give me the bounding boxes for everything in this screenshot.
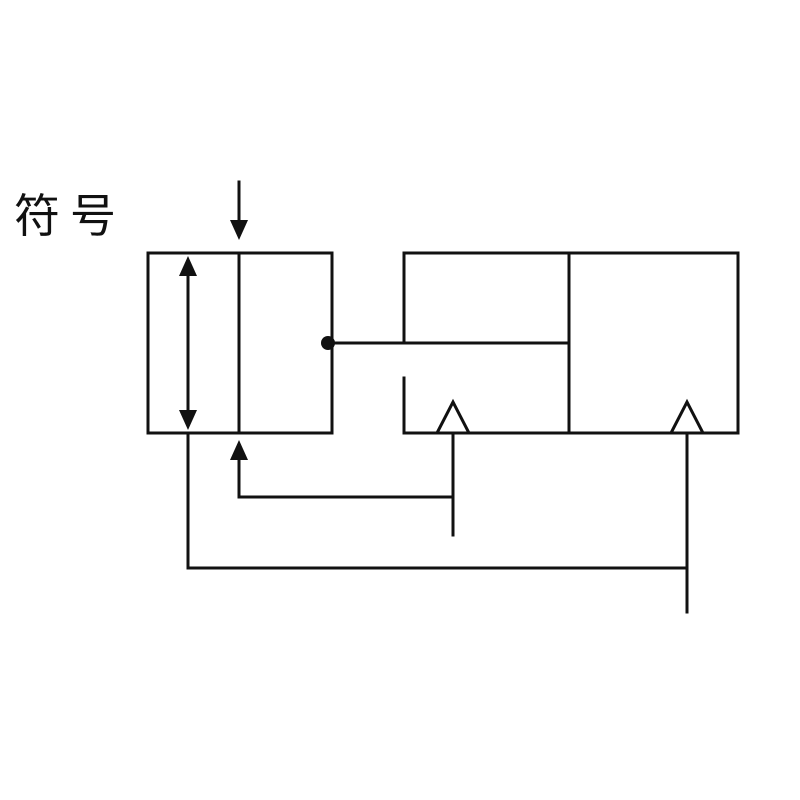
arrow-down-icon (230, 180, 248, 240)
left-block (146, 251, 334, 435)
symbol-label: 符号 (14, 189, 126, 243)
triangle-symbol-icon (434, 398, 472, 435)
arrow-up-icon (230, 440, 248, 499)
feedback-lines (186, 431, 689, 614)
triangle-symbol-icon (668, 398, 706, 435)
dot-connector-icon (321, 336, 571, 350)
double-arrow-icon (179, 256, 197, 430)
